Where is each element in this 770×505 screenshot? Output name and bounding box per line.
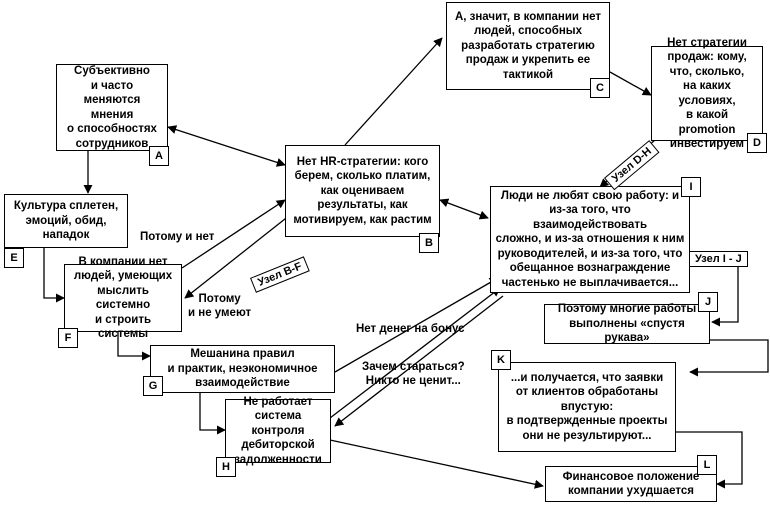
- edge-a-b: [167, 125, 286, 167]
- node-j-label: J: [698, 292, 718, 312]
- edge-g-h: [199, 392, 226, 435]
- node-g-text: Мешанина правил и практик, неэкономичное…: [167, 348, 318, 390]
- node-f-label: F: [58, 328, 78, 348]
- node-e-text: Культура сплетен, эмоций, обид, нападок: [13, 200, 119, 242]
- node-e: Культура сплетен, эмоций, обид, нападок: [4, 194, 128, 248]
- edge-h-i-2: [334, 295, 504, 427]
- node-e-label: E: [4, 248, 24, 268]
- node-f-text: В компании нет людей, умеющих мыслить си…: [73, 255, 173, 341]
- node-h: Не работает система контроля дебиторской…: [225, 396, 331, 466]
- node-k-text: ...и получается, что заявки от клиентов …: [506, 371, 668, 442]
- node-k: ...и получается, что заявки от клиентов …: [498, 362, 676, 452]
- edge-k-l: [674, 431, 743, 489]
- node-k-label: K: [491, 350, 511, 370]
- node-i-text: Люди не любят свою работу: и из-за того,…: [495, 189, 685, 289]
- edge-b-c: [344, 37, 443, 146]
- node-d: Нет стратегии продаж: кому, что, сколько…: [651, 37, 763, 150]
- node-h-text: Не работает система контроля дебиторской…: [234, 395, 322, 466]
- node-g-label: G: [143, 376, 163, 396]
- edge-c-d: [609, 71, 652, 96]
- edge-label-potomu-i-net: Потому и нет: [140, 231, 215, 243]
- edge-j-k: [689, 339, 769, 377]
- node-a-label: A: [149, 146, 169, 166]
- node-a: Субъективно и часто меняются мнения о сп…: [56, 64, 168, 151]
- edge-e-f: [43, 248, 65, 303]
- node-f: В компании нет людей, умеющих мыслить си…: [64, 256, 182, 340]
- node-c: А, значит, в компании нет людей, способн…: [446, 2, 610, 90]
- node-i: Люди не любят свою работу: и из-за того,…: [490, 186, 690, 293]
- edge-f-b: [181, 199, 286, 269]
- node-i-label: I: [681, 177, 701, 197]
- node-l-text: Финансовое положение компании ухудшается: [562, 470, 700, 498]
- node-c-label: C: [590, 78, 610, 98]
- edge-b-i: [439, 198, 489, 220]
- edge-label-zachem: Зачем стараться? Никто не ценит...: [362, 361, 465, 387]
- node-d-label: D: [747, 133, 767, 153]
- edge-label-net-deneg: Нет денег на бонус: [356, 323, 465, 335]
- edge-f-g: [117, 332, 151, 361]
- edge-g-i: [334, 277, 499, 373]
- node-tag-i-j: Узел I - J: [689, 251, 748, 267]
- node-b-label: B: [419, 233, 439, 253]
- node-c-text: А, значит, в компании нет людей, способн…: [454, 10, 602, 81]
- node-h-label: H: [216, 457, 236, 477]
- edge-b-f: [184, 214, 291, 299]
- edge-label-potomu-ne-umeyut: Потому и не умеют: [188, 293, 252, 319]
- edge-h-l: [329, 439, 544, 489]
- node-j: Поэтому многие работы выполнены «спустя …: [544, 303, 710, 345]
- edge-h-i-1: [329, 287, 501, 419]
- node-d-text: Нет стратегии продаж: кому, что, сколько…: [667, 36, 747, 151]
- node-g: Мешанина правил и практик, неэкономичное…: [150, 345, 335, 393]
- node-b-text: Нет HR-стратегии: кого берем, сколько пл…: [293, 155, 432, 226]
- node-j-text: Поэтому многие работы выполнены «спустя …: [557, 303, 697, 345]
- node-l-label: L: [697, 455, 717, 475]
- node-l: Финансовое положение компании ухудшается: [545, 466, 717, 502]
- node-a-text: Субъективно и часто меняются мнения о сп…: [67, 65, 157, 150]
- node-b: Нет HR-стратегии: кого берем, сколько пл…: [285, 145, 440, 237]
